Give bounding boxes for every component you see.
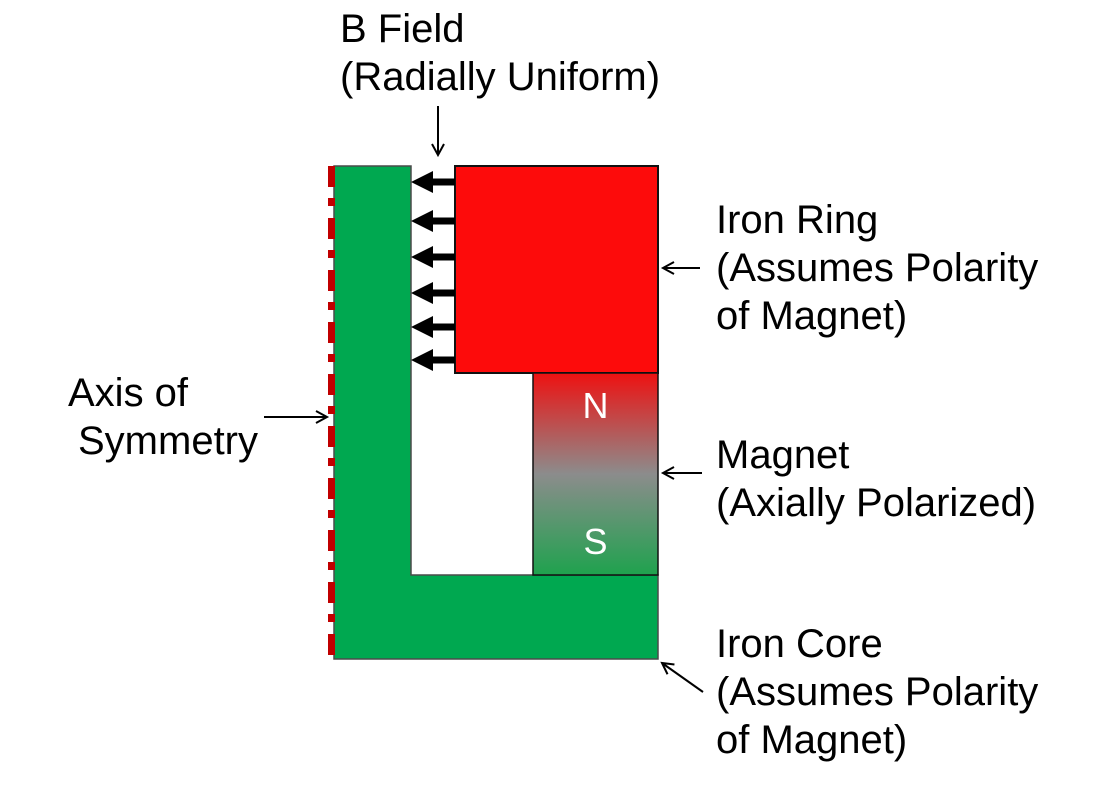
magnet-north-pole-label: N: [582, 385, 609, 426]
magnet-label-line2: (Axially Polarized): [716, 481, 1037, 525]
b-field-arrow: [411, 171, 455, 193]
iron-core-label-line3: of Magnet): [716, 718, 908, 762]
magnet-south-pole-label: S: [583, 521, 608, 562]
iron-ring-label-line1: Iron Ring: [716, 198, 879, 242]
axis-label-line1: Axis of: [68, 371, 189, 415]
magnet-label: Magnet (Axially Polarized): [716, 431, 1036, 527]
axis-label-line2: Symmetry: [78, 419, 258, 463]
b-field-label-line1: B Field: [340, 7, 465, 51]
iron-core-label-line1: Iron Core: [716, 622, 883, 666]
b-field-label: B Field (Radially Uniform): [340, 5, 660, 101]
b-field-arrows: [411, 171, 455, 371]
iron-ring-label-line3: of Magnet): [716, 294, 908, 338]
b-field-arrow: [411, 246, 455, 268]
magnet-label-line1: Magnet: [716, 433, 850, 477]
b-field-arrow: [411, 210, 455, 232]
axis-of-symmetry-label: Axis of Symmetry: [68, 369, 258, 465]
iron-core-label-line2: (Assumes Polarity: [716, 670, 1039, 714]
iron-ring-label-line2: (Assumes Polarity: [716, 246, 1039, 290]
b-field-arrow: [411, 349, 455, 371]
iron-core-label: Iron Core (Assumes Polarity of Magnet): [716, 620, 1038, 764]
b-field-arrow: [411, 316, 455, 338]
iron-ring-shape: [454, 165, 659, 374]
iron-core-pointer-arrow: [660, 661, 704, 693]
iron-ring-label: Iron Ring (Assumes Polarity of Magnet): [716, 196, 1038, 340]
b-field-label-line2: (Radially Uniform): [340, 55, 661, 99]
b-field-arrow: [411, 282, 455, 304]
magnet-shape: [532, 372, 659, 576]
